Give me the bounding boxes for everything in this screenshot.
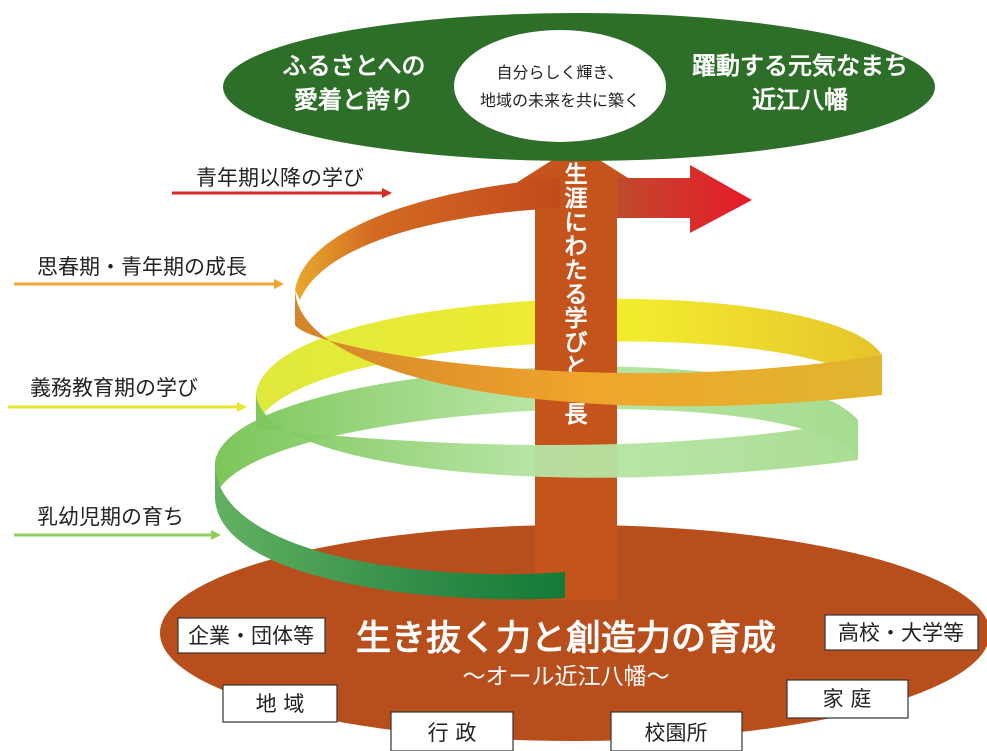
stage-infant: 乳幼児期の育ち — [14, 505, 221, 540]
arrow-label-char: わ — [565, 234, 588, 260]
stage-compulsory: 義務教育期の学び — [8, 376, 247, 412]
stage-label-adolescent: 思春期・青年期の成長 — [37, 255, 247, 279]
partner-box-schools: 高校・大学等 — [824, 614, 979, 651]
partner-label-community: 地 域 — [256, 692, 305, 716]
arrow-label-char: 長 — [565, 402, 589, 428]
partner-box-companies: 企業・団体等 — [177, 617, 326, 654]
stage-adolescent: 思春期・青年期の成長 — [14, 255, 284, 289]
stage-adult: 青年期以降の学び — [172, 166, 392, 198]
partner-label-schools: 高校・大学等 — [838, 621, 964, 645]
ring-green-front — [215, 462, 565, 600]
goal-center-line2: 地域の未来を共に築く — [480, 91, 640, 110]
arrow-label-char: に — [565, 210, 588, 236]
arrow-label-char: 涯 — [565, 186, 588, 212]
arrow-label-char: た — [565, 258, 588, 284]
stage-arrowhead-adult — [382, 188, 392, 198]
stage-arrowhead-adolescent — [274, 279, 284, 289]
partner-box-kindergartens: 校園所 — [610, 711, 743, 751]
ring-top — [295, 178, 560, 300]
stage-label-infant: 乳幼児期の育ち — [37, 505, 184, 529]
arrow-label-char: 生 — [565, 162, 588, 188]
arrow-label-char: び — [565, 330, 588, 356]
stage-label-adult: 青年期以降の学び — [196, 166, 364, 190]
partner-box-community: 地 域 — [222, 684, 338, 723]
stage-arrowhead-compulsory — [237, 402, 247, 412]
partner-label-kindergartens: 校園所 — [645, 721, 708, 745]
ring-green-band — [256, 393, 858, 478]
goal-center-ellipse — [454, 30, 666, 142]
ring-yellow-back — [256, 298, 882, 428]
partner-label-government: 行 政 — [428, 721, 477, 745]
stage-label-compulsory: 義務教育期の学び — [30, 376, 198, 400]
goal-center-line1: 自分らしく輝き、 — [497, 63, 624, 82]
partner-label-companies: 企業・団体等 — [188, 624, 314, 648]
goal-left-line1: ふるさとへの — [283, 52, 426, 80]
goal-right-line2: 近江八幡 — [752, 86, 849, 114]
partner-box-government: 行 政 — [390, 711, 514, 751]
stage-arrowhead-infant — [211, 530, 221, 540]
ring-orange-front — [295, 290, 882, 407]
base-title: 生き抜く力と創造力の育成 — [356, 619, 776, 659]
base-subtitle: ～オール近江八幡～ — [463, 664, 670, 690]
goal-right-line1: 躍動する元気なまち — [692, 52, 908, 80]
arrow-label-char: る — [565, 282, 588, 308]
partner-label-family: 家 庭 — [823, 687, 872, 711]
partner-box-family: 家 庭 — [786, 679, 909, 719]
red-arrow — [617, 165, 752, 233]
arrow-label-char: 学 — [565, 305, 588, 332]
goal-left-line2: 愛着と誇り — [294, 86, 414, 114]
